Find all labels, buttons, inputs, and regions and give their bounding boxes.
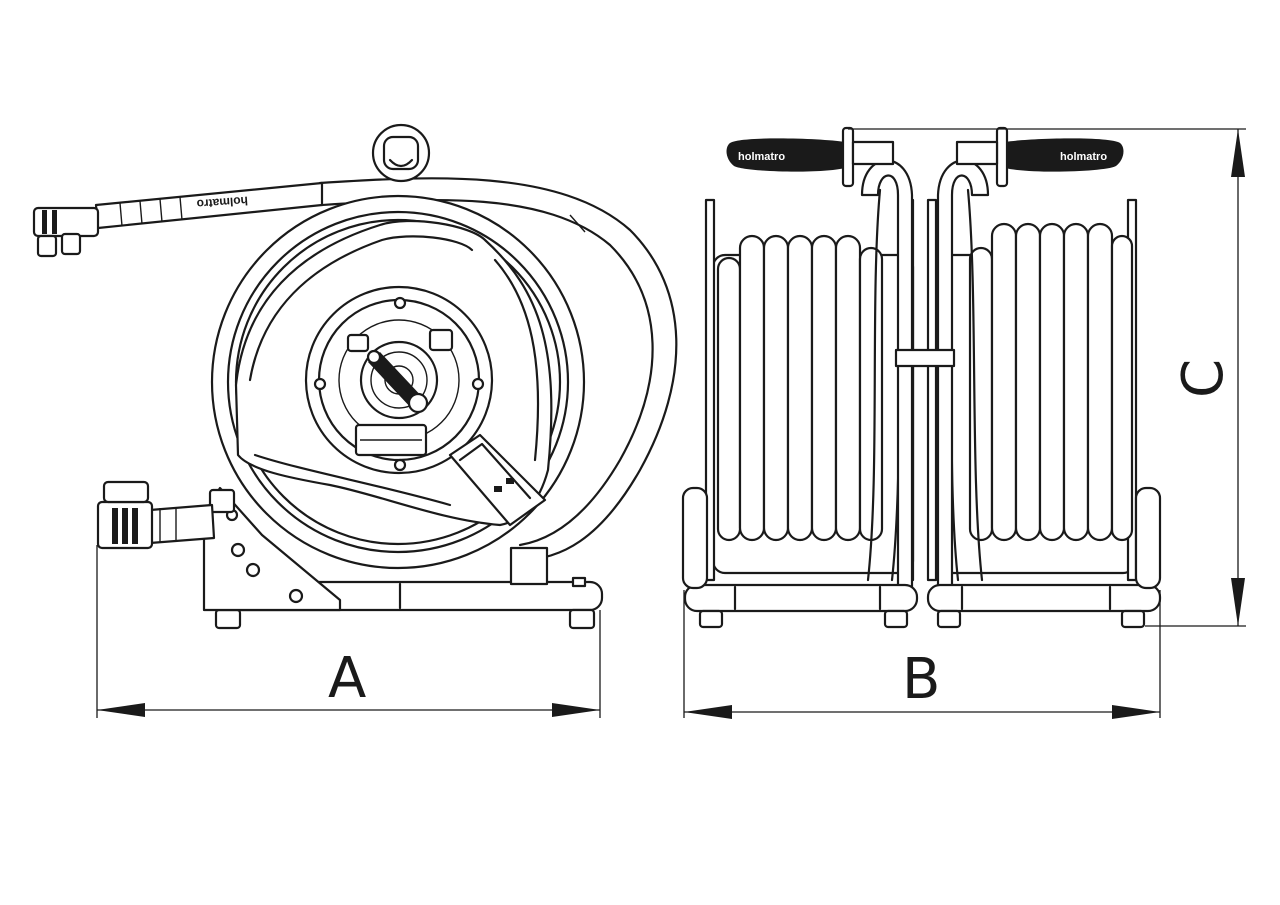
left-hose-coils bbox=[716, 234, 884, 542]
right-carry-handle-icon: holmatro bbox=[955, 126, 1124, 188]
right-handle-brand: holmatro bbox=[1060, 151, 1107, 163]
valve-manifold bbox=[202, 486, 342, 612]
dimension-label-b: B bbox=[902, 647, 940, 712]
left-carry-handle-icon: holmatro bbox=[726, 126, 895, 188]
dimension-lines bbox=[96, 128, 1246, 719]
hang-loop-icon bbox=[371, 123, 431, 183]
outlet-coupler-icon bbox=[96, 480, 216, 550]
left-handle-brand: holmatro bbox=[738, 151, 785, 163]
right-hose-coils bbox=[968, 222, 1134, 542]
hose-brand-label: holmatro bbox=[196, 194, 248, 212]
input-hose-icon: holmatro bbox=[32, 181, 324, 258]
dimension-label-a: A bbox=[328, 646, 366, 711]
crank-handle-icon bbox=[366, 349, 429, 414]
side-view: holmatro bbox=[32, 123, 678, 630]
dimension-label-c: C bbox=[1171, 359, 1236, 398]
front-view: holmatro holmatro bbox=[681, 126, 1162, 629]
